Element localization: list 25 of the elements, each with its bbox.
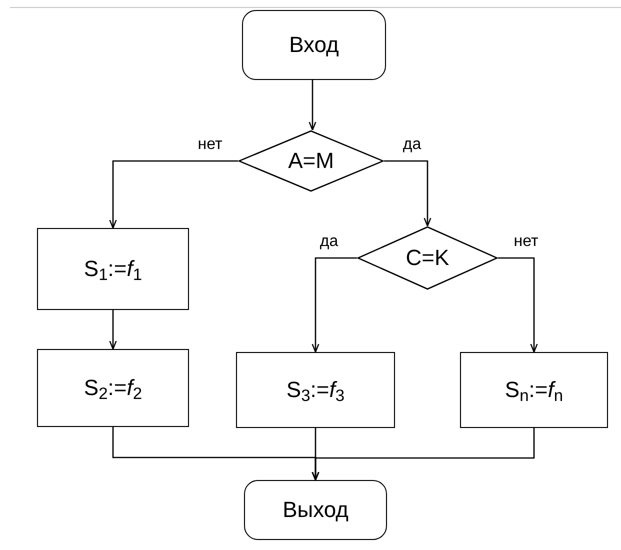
node-label: S$_{1}$:=f$_{1}$ [84,258,142,280]
node-label: S$_{2}$:=f$_{2}$ [84,377,142,399]
terminal-box [242,10,386,80]
node-label: S$_{3}$:=f$_{3}$ [286,379,345,401]
arrow [109,160,238,229]
process-box [37,349,189,427]
node-label: S$_{n}$:=f$_{n}$ [504,379,564,401]
decision-diamond [357,226,498,290]
arrow [312,257,357,353]
arrow [498,257,538,353]
arrow [308,80,316,131]
node-label: Вход [289,34,339,56]
node-label: C=K [406,247,450,269]
decision-diamond [238,130,384,192]
process-box [37,228,189,310]
edge-label: да [318,234,340,250]
edge-label: да [402,137,422,153]
process-box [460,352,608,428]
terminal-box [244,480,387,540]
arrow [312,428,535,481]
node-label: A=M [288,150,334,172]
node-label: Выход [282,499,348,521]
arrow [384,160,432,227]
arrow [109,310,117,350]
process-box [236,352,395,428]
